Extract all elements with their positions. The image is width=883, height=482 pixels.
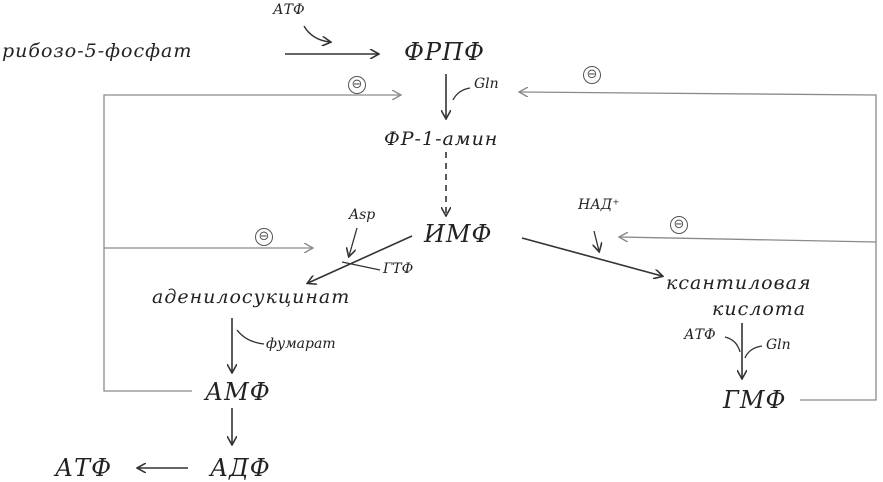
node-adenylosuccinate: аденилосукцинат: [152, 286, 351, 308]
node-ribose-5-phosphate: рибозо-5-фосфат: [2, 40, 193, 62]
node-gmf: ГМФ: [723, 386, 787, 414]
arrow-fumarate-output: [236, 329, 265, 345]
arrow-imf-to-adenylosuccinate: [308, 235, 413, 283]
cofactor-gln-top: Gln: [474, 76, 499, 92]
node-xanthylic-acid-line2: кислота: [712, 298, 807, 320]
inhibition-symbol-frpf-left: ⊖: [348, 76, 366, 94]
arrow-gln-input: [452, 87, 471, 101]
cofactor-nad: НАД⁺: [578, 197, 620, 213]
cofactor-fumarate: фумарат: [266, 336, 336, 352]
arrow-atf-input: [303, 25, 330, 42]
node-imf: ИМФ: [424, 220, 493, 248]
arrow-atf-right-input: [724, 336, 741, 353]
cofactor-gln-right: Gln: [766, 337, 791, 353]
node-amf: АМФ: [205, 378, 271, 406]
node-atf-output: АТФ: [55, 454, 113, 482]
cofactor-atf-right: АТФ: [684, 327, 716, 343]
cofactor-gtf: ГТФ: [383, 261, 414, 277]
arrow-asp-input: [349, 227, 358, 256]
inhibition-symbol-frpf-right: ⊖: [583, 66, 601, 84]
inhibition-symbol-adenylosuccinate: ⊖: [255, 228, 273, 246]
cofactor-asp: Asp: [349, 207, 376, 223]
feedback-amf-to-frpf: [103, 95, 400, 392]
node-adf: АДФ: [210, 454, 271, 482]
inhibition-symbol-xanthylic: ⊖: [670, 216, 688, 234]
arrow-gln-right-input: [744, 345, 763, 359]
node-frpf: ФРПФ: [404, 38, 485, 66]
arrow-gtf-input: [341, 261, 381, 271]
feedback-gmf-to-frpf: [520, 92, 877, 401]
cofactor-atf-top: АТФ: [273, 2, 305, 18]
arrow-nad-input: [594, 230, 599, 251]
node-xanthylic-acid-line1: ксантиловая: [666, 272, 812, 294]
node-fr-1-amine: ФР-1-амин: [384, 128, 499, 150]
arrow-imf-to-xanthylic: [521, 237, 662, 276]
feedback-gmf-to-xanthylic: [620, 237, 877, 243]
